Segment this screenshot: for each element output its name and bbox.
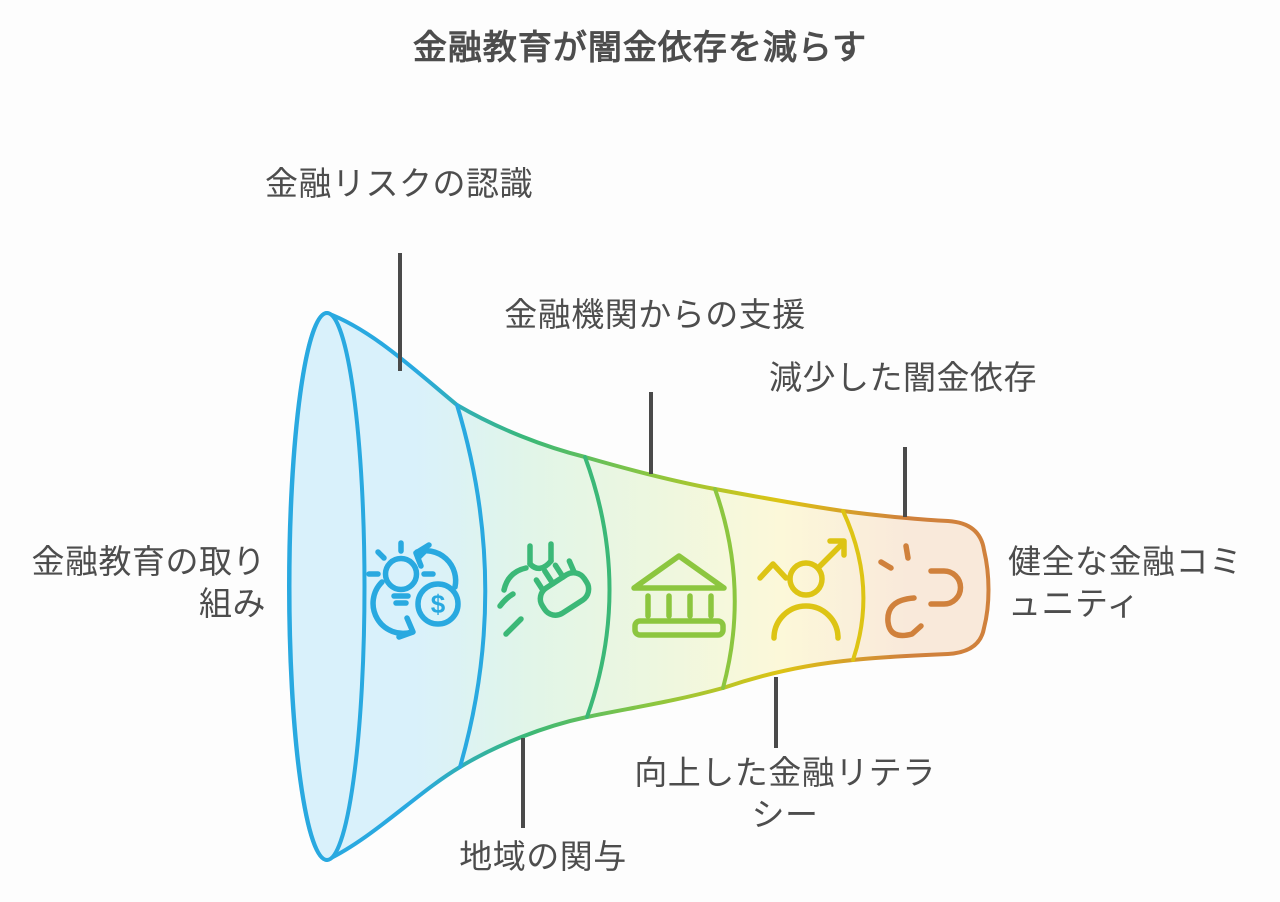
broken-link-icon (878, 543, 964, 639)
person-growth-icon (757, 538, 847, 641)
stage-label-community: 地域の関与 (459, 838, 627, 875)
hands-together-icon (497, 541, 592, 637)
funnel-output-label: 健全な金融コミュニティ (1008, 543, 1243, 622)
funnel-input-label: 金融教育の取り組み (31, 543, 266, 622)
stage-label-support: 金融機関からの支援 (504, 296, 806, 333)
bulb-dollar-cycle-icon: $ (366, 540, 461, 640)
bank-icon (631, 553, 727, 638)
stage-boundary-3 (713, 487, 737, 690)
stage-boundary-4 (841, 509, 866, 662)
stage-boundary-1 (455, 403, 488, 769)
stage-label-risk: 金融リスクの認識 (265, 165, 533, 202)
svg-text:$: $ (431, 589, 446, 619)
stage-label-literacy: 向上した金融リテラシー (634, 754, 936, 833)
page-title: 金融教育が闇金依存を減らす (412, 29, 868, 67)
funnel-mouth-ellipse (287, 311, 367, 862)
stage-boundary-2 (583, 455, 612, 719)
stage-label-reduced: 減少した闇金依存 (769, 359, 1037, 396)
